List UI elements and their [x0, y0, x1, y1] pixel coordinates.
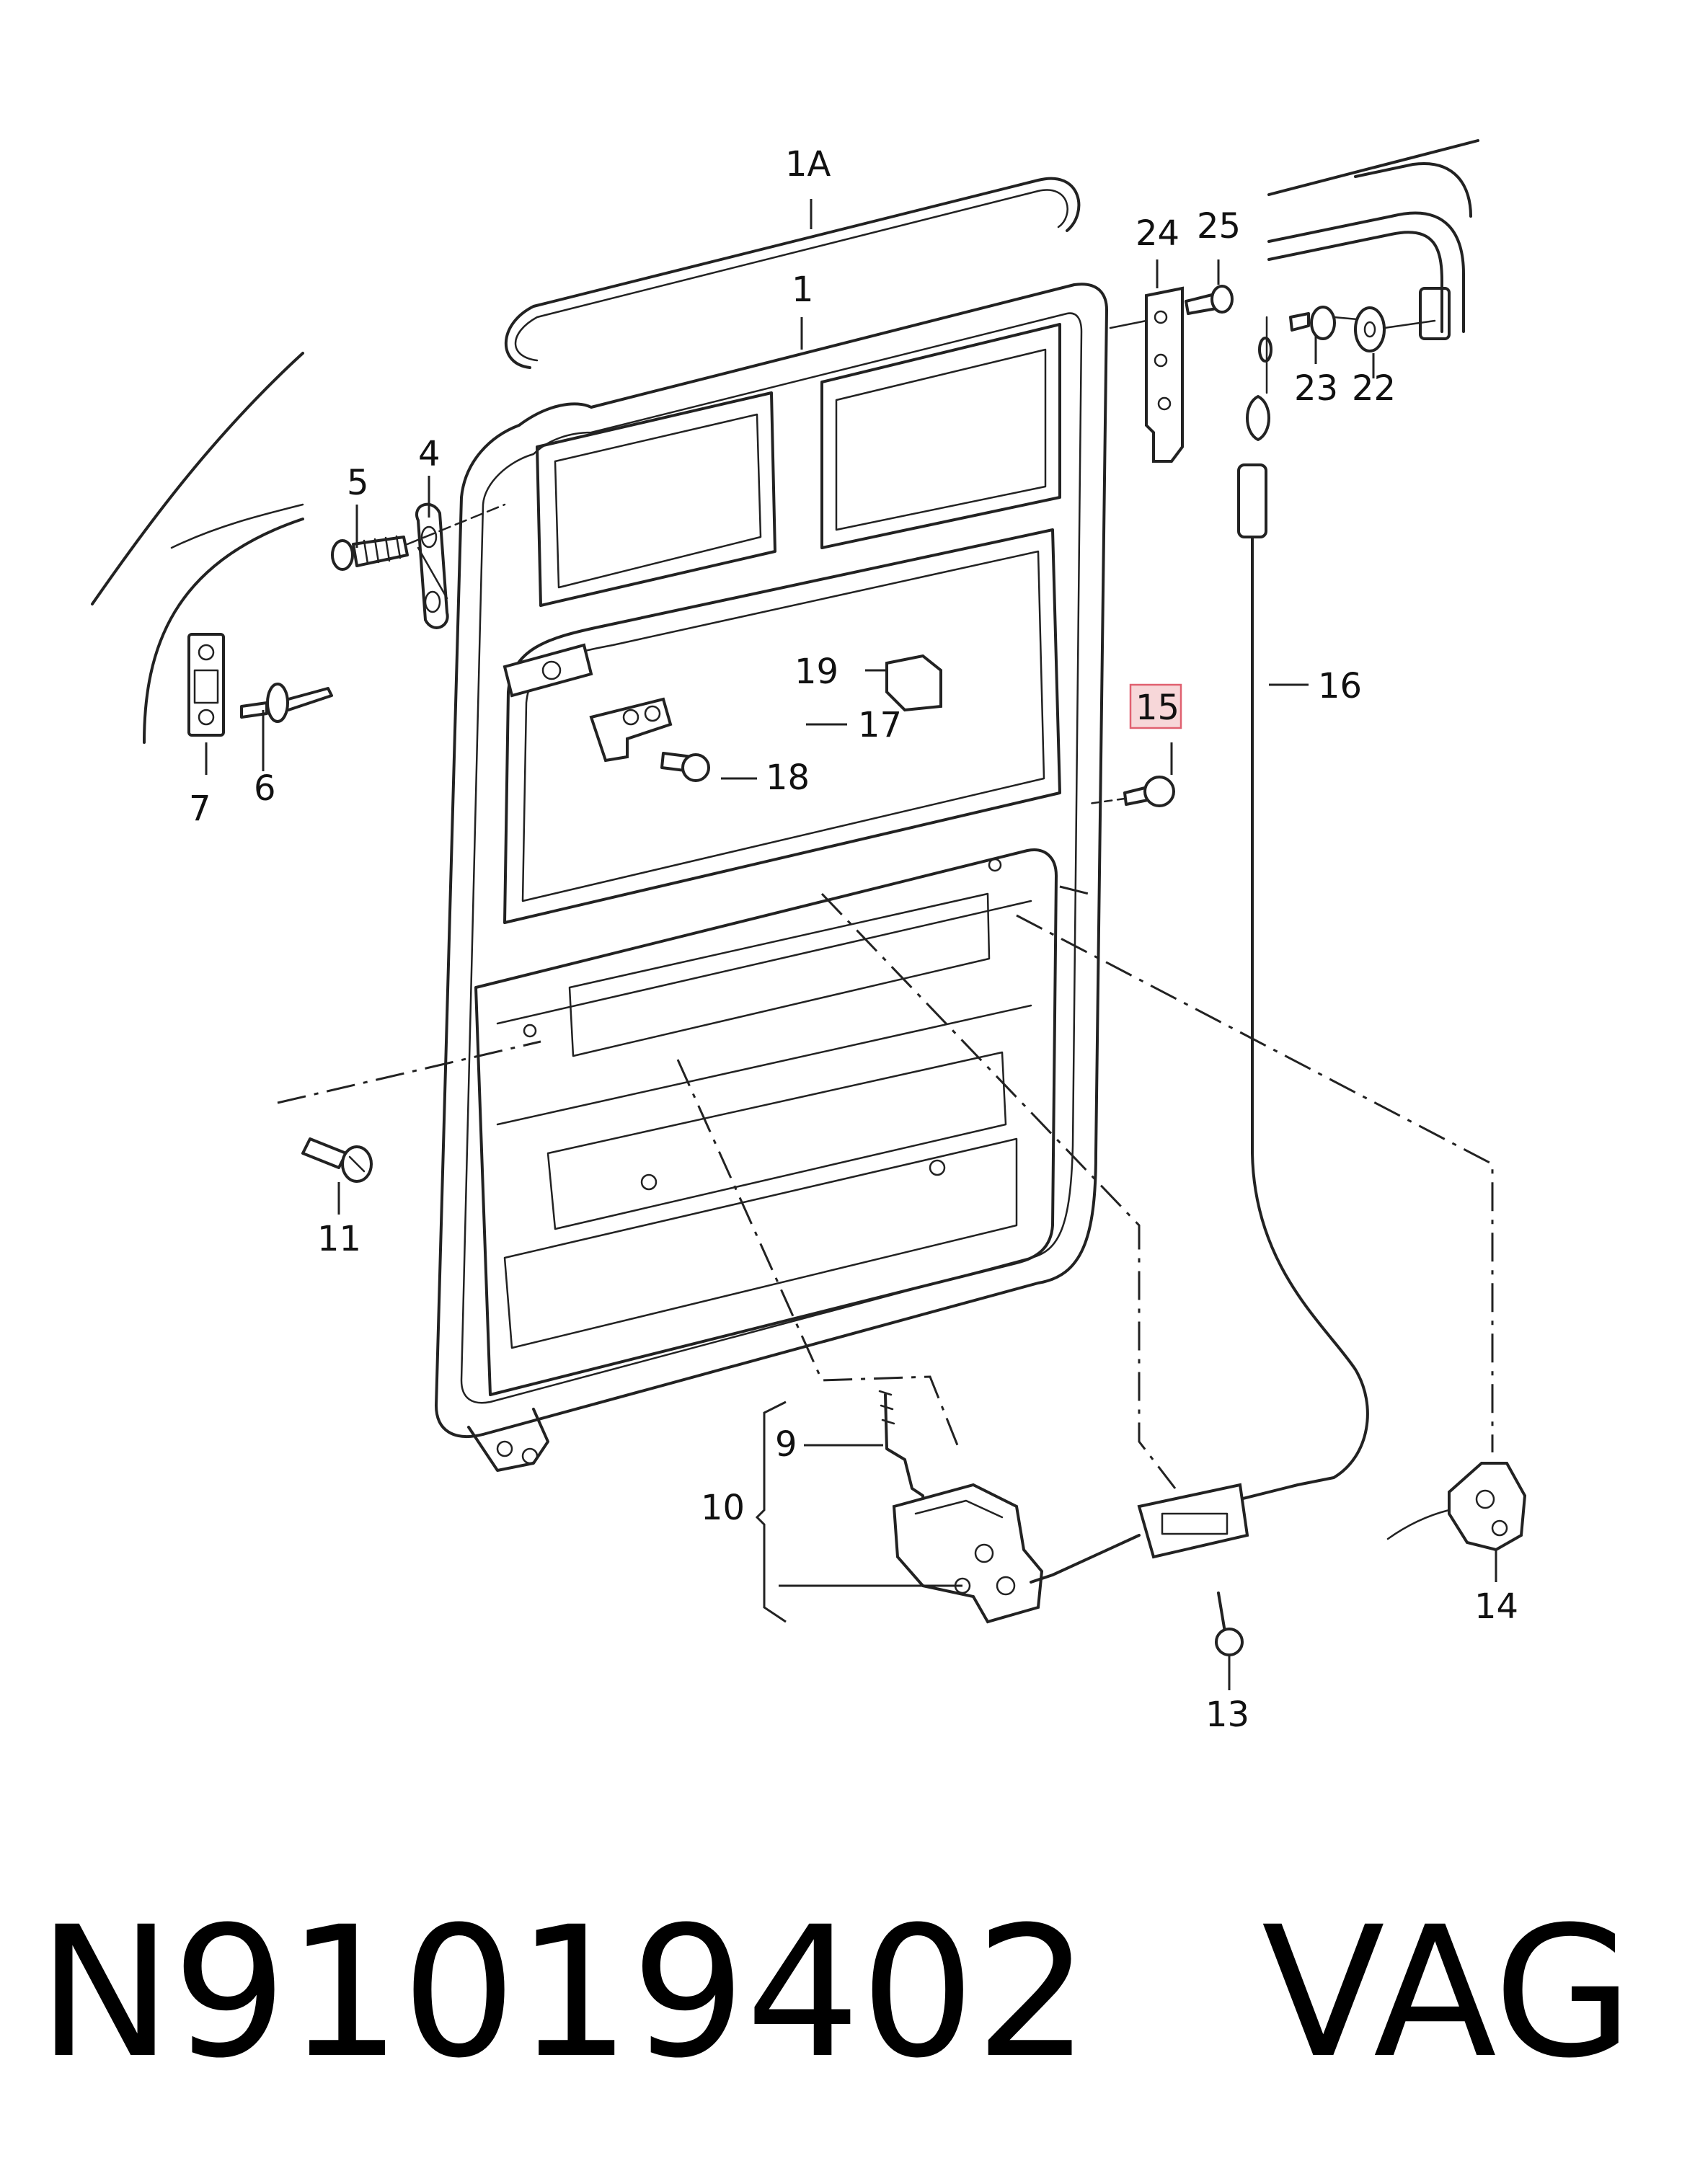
callout-10: 10 [701, 1488, 745, 1528]
callout-13: 13 [1205, 1695, 1249, 1735]
body-hinge-slot [1419, 287, 1451, 340]
callout-23: 23 [1294, 368, 1338, 409]
part-9-rod [884, 1393, 926, 1515]
part-15-bolt [1087, 776, 1175, 807]
callout-25: 25 [1197, 206, 1241, 247]
callout-22: 22 [1352, 368, 1396, 409]
callout-4: 4 [418, 434, 441, 474]
part-18-bolt [660, 752, 710, 782]
callout-6: 6 [254, 768, 276, 809]
leader-lines [205, 199, 1497, 1690]
callout-18: 18 [766, 758, 810, 798]
part-22-washer [1354, 306, 1436, 352]
door-seal-1A [504, 177, 1081, 369]
callout-1: 1 [792, 270, 814, 310]
part-19-clip [885, 654, 942, 712]
assembly-guide-lines [277, 885, 1494, 1489]
callout-16: 16 [1318, 666, 1362, 706]
callout-17: 17 [858, 705, 902, 745]
part-24-bracket [1109, 286, 1184, 463]
part-14-rear-lock [1386, 1462, 1527, 1552]
callout-labels: 1A 1 5 4 6 7 17 19 18 15 16 24 25 23 22 … [189, 144, 1518, 1735]
sliding-door-parts-diagram: 1A 1 5 4 6 7 17 19 18 15 16 24 25 23 22 … [91, 139, 1527, 1735]
part-17-guide-block [503, 643, 673, 763]
callout-19: 19 [794, 652, 838, 692]
door-frame-1 [435, 283, 1108, 1472]
callout-11: 11 [317, 1219, 361, 1259]
part-4-strap [415, 502, 449, 629]
part-6-pin [240, 683, 333, 723]
callout-14: 14 [1474, 1586, 1518, 1627]
part-16-cable [1224, 316, 1369, 1504]
callout-7: 7 [189, 789, 211, 829]
part-7-plate [187, 633, 225, 737]
part-11-screw [301, 1137, 373, 1183]
part-13-handle [1051, 1483, 1249, 1656]
part-number-caption: N91019402 VAG [37, 1888, 1634, 2098]
vehicle-body-right [1267, 139, 1479, 340]
part-5-screw [331, 503, 506, 571]
vehicle-body-left [91, 352, 304, 744]
callout-24: 24 [1136, 213, 1179, 254]
callout-1A: 1A [785, 144, 831, 185]
part-25-bolt [1185, 285, 1234, 315]
callout-5: 5 [347, 463, 369, 503]
callout-15: 15 [1136, 688, 1179, 728]
callout-9: 9 [775, 1424, 797, 1465]
part-10-lock [892, 1483, 1054, 1624]
callout-15-highlight [1129, 683, 1182, 729]
